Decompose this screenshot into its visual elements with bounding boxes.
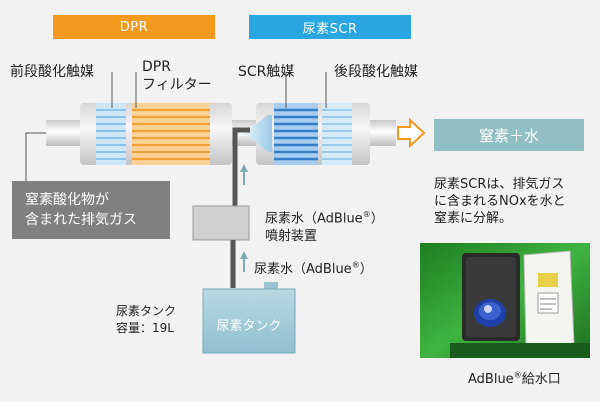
scr-catalyst-label: SCR触媒 xyxy=(238,64,295,80)
dpr-banner-label: DPR xyxy=(119,19,149,35)
dpr-banner: DPR xyxy=(53,15,215,39)
scr-banner: 尿素SCR xyxy=(249,15,411,39)
exhaust-gas-line2: 含まれた排気ガス xyxy=(25,212,137,228)
scr-catalyst xyxy=(274,103,318,165)
inlet-pipe xyxy=(46,120,80,146)
outlet-pipe xyxy=(370,120,396,146)
exhaust-gas-box: 窒素酸化物が 含まれた排気ガス xyxy=(12,181,170,239)
adblue-filler-photo xyxy=(420,243,590,358)
exhaust-gas-line1: 窒素酸化物が xyxy=(25,192,109,208)
pre-oxidation-catalyst xyxy=(96,103,126,165)
result-label: 窒素＋水 xyxy=(478,126,539,145)
injector-device xyxy=(192,205,250,241)
dpr-filter xyxy=(132,103,210,165)
adblue-filler-caption: AdBlue®給水口 xyxy=(468,370,561,387)
tank-capacity-label: 尿素タンク 容量：19L xyxy=(116,304,177,335)
up-arrow-icon xyxy=(240,164,248,272)
adblue-filler-image xyxy=(420,243,590,358)
injection-nozzle xyxy=(244,115,272,152)
outlet-arrow-icon xyxy=(397,117,426,149)
urea-flow-label: 尿素水（AdBlue®） xyxy=(254,260,373,277)
scr-description: 尿素SCRは、排気ガス に含まれるNOxを水と 窒素に分解。 xyxy=(434,177,566,226)
urea-tank-label: 尿素タンク xyxy=(216,319,282,334)
post-oxidation-catalyst xyxy=(322,103,352,165)
post-oxidation-catalyst-label: 後段酸化触媒 xyxy=(334,64,418,80)
urea-injection-pipe xyxy=(232,127,250,206)
injector-label: 尿素水（AdBlue®） 噴射装置 xyxy=(265,210,384,245)
urea-tank-cap xyxy=(264,282,278,290)
dpr-filter-label: DPR フィルター xyxy=(142,59,212,93)
scr-banner-label: 尿素SCR xyxy=(302,21,358,37)
pre-oxidation-catalyst-label: 前段酸化触媒 xyxy=(10,64,94,80)
result-box: 窒素＋水 xyxy=(434,119,584,151)
urea-tank xyxy=(202,288,296,354)
label-leaders xyxy=(25,72,327,181)
